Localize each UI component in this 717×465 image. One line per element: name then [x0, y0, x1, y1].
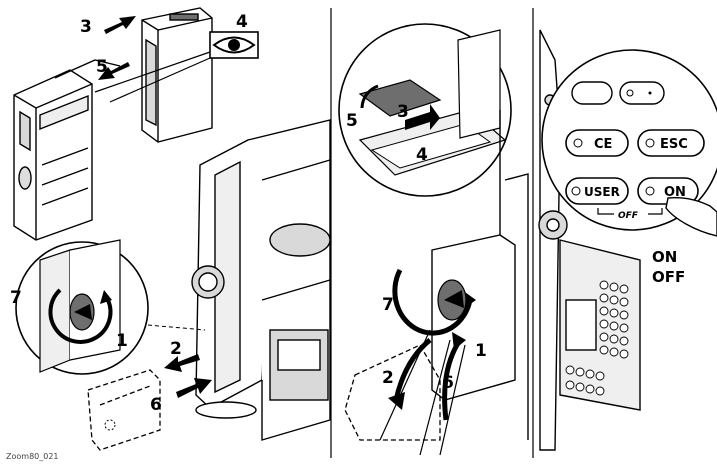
- step-number: 4: [236, 12, 248, 32]
- on-label: ON: [652, 248, 677, 266]
- step-number: 1: [475, 341, 487, 361]
- panel-power-keys: CE ESC USER ON OFF ON: [539, 30, 717, 450]
- step-number: 6: [442, 373, 454, 393]
- card-magnifier: [339, 24, 511, 196]
- step-number: 7: [10, 288, 22, 308]
- figure-caption: Zoom80_021: [6, 452, 59, 461]
- step-number: 3: [80, 17, 92, 37]
- off-label: OFF: [652, 268, 685, 286]
- step-number: 2: [382, 368, 394, 388]
- total-station-body: [192, 120, 330, 440]
- keys-magnifier: CE ESC USER ON OFF: [542, 50, 717, 236]
- step-number: 2: [170, 339, 182, 359]
- panel-battery-insert: 3 4 5 7 1 2 6: [10, 8, 330, 450]
- esc-key[interactable]: ESC: [638, 130, 704, 156]
- cover-dashed-outline: [345, 345, 440, 440]
- off-bracket-label: OFF: [618, 211, 639, 221]
- battery-pack: [142, 8, 212, 142]
- step-number: 5: [346, 111, 358, 131]
- esc-key-label: ESC: [660, 137, 688, 152]
- step-number: 6: [150, 395, 162, 415]
- step-number: 4: [416, 145, 428, 165]
- step-number: 7: [382, 295, 394, 315]
- battery-holder: [14, 60, 120, 240]
- ce-key[interactable]: CE: [566, 130, 628, 156]
- user-key[interactable]: USER: [566, 178, 628, 204]
- arrow-step-3: [104, 16, 136, 34]
- panel-card-insert: 5 3 4 7 1 2 6: [339, 24, 528, 455]
- arrow-step-2: [396, 340, 430, 400]
- step-number: 3: [397, 102, 409, 122]
- step-number: 1: [116, 331, 128, 351]
- step-number: 5: [96, 57, 108, 77]
- user-key-label: USER: [584, 185, 620, 199]
- ce-key-label: CE: [594, 137, 612, 152]
